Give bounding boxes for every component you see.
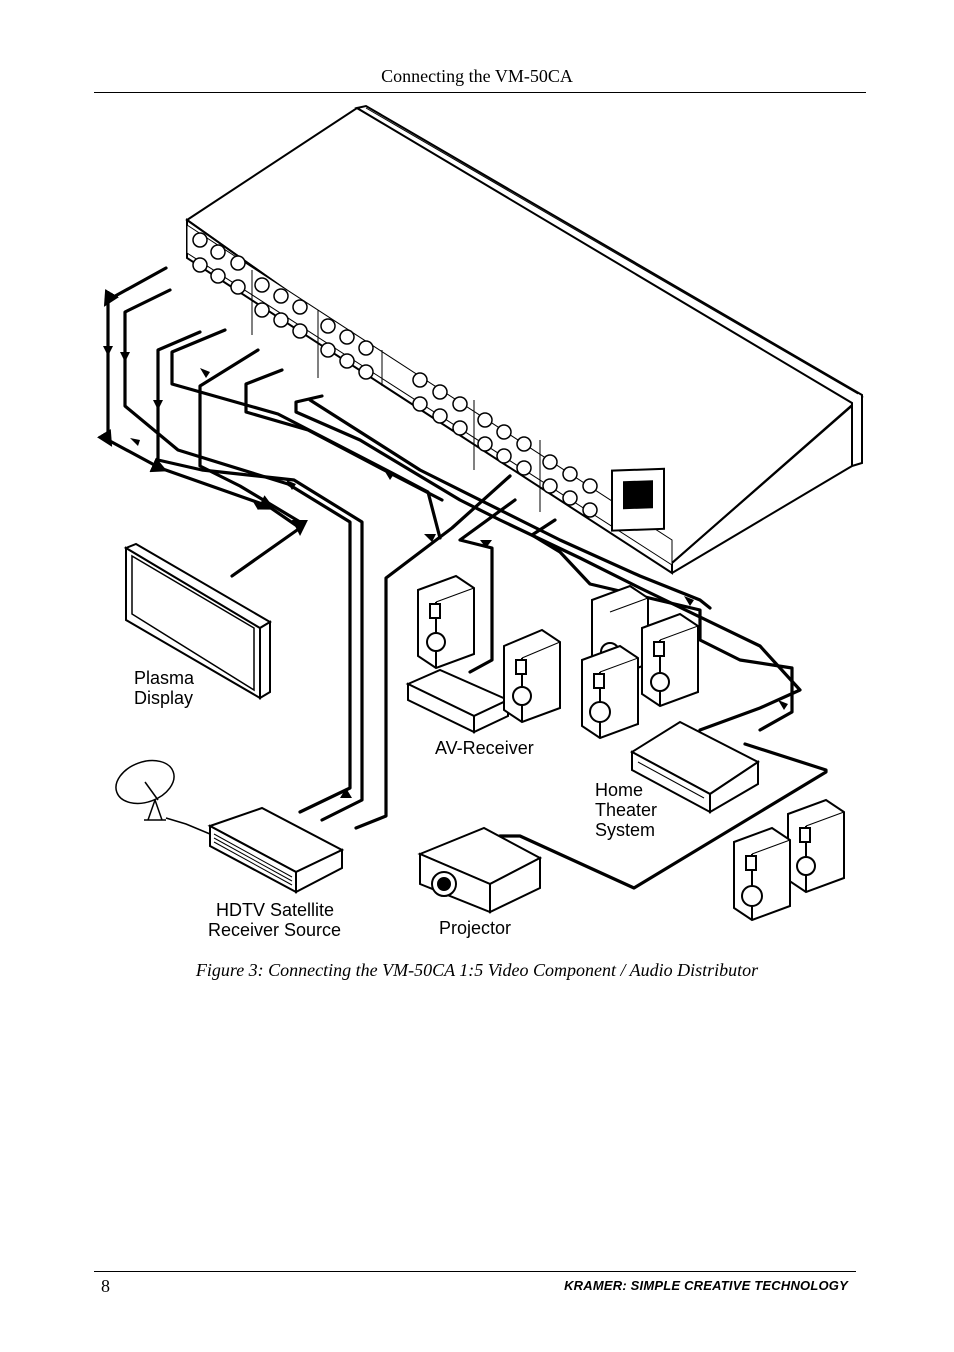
cable-arrows (103, 346, 788, 798)
hdtv-receiver (207, 806, 345, 894)
home-theater-system (630, 720, 760, 814)
projector (417, 826, 543, 914)
footer-brand: KRAMER: SIMPLE CREATIVE TECHNOLOGY (564, 1278, 848, 1293)
vm-50ca-unit (185, 104, 864, 575)
label-plasma-line1: Plasma (134, 668, 195, 688)
satellite-dish (115, 759, 211, 835)
footer-rule (94, 1271, 856, 1272)
header-rule (94, 92, 866, 93)
cables (97, 266, 828, 890)
figure-caption: Figure 3: Connecting the VM-50CA 1:5 Vid… (195, 960, 759, 980)
label-home-line3: System (595, 820, 656, 840)
label-hdtv-line2: Receiver Source (208, 920, 342, 940)
label-hdtv-line1: HDTV Satellite (216, 900, 335, 920)
label-home-line1: Home (595, 780, 644, 800)
page-number: 8 (101, 1276, 110, 1296)
plasma-display (123, 542, 272, 700)
label-projector: Projector (439, 918, 512, 938)
speaker (417, 574, 845, 922)
label-home-line2: Theater (595, 800, 658, 820)
av-receiver (405, 668, 511, 734)
running-header: Connecting the VM-50CA (381, 66, 573, 86)
label-plasma-line2: Display (134, 688, 194, 708)
label-av-receiver: AV-Receiver (435, 738, 534, 758)
connection-diagram (97, 104, 864, 922)
